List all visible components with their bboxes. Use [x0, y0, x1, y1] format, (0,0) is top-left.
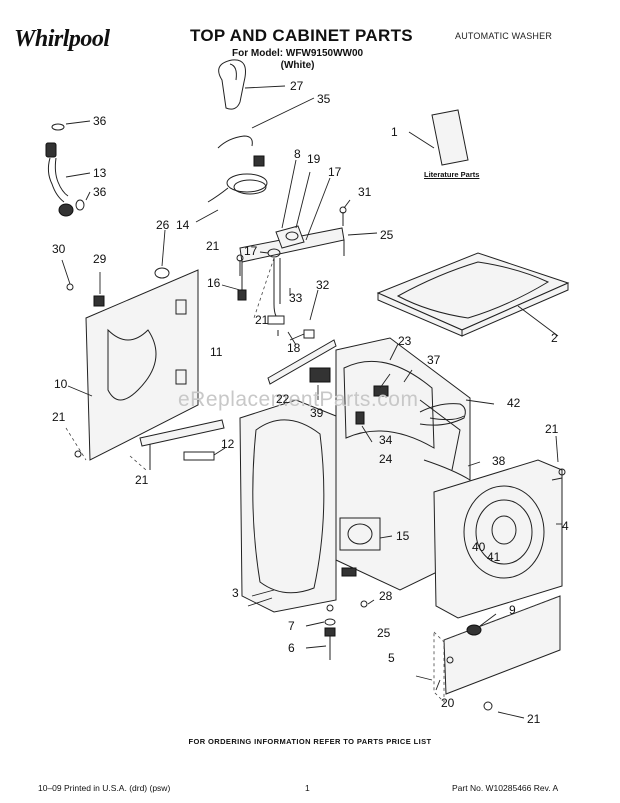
callout-12: 12	[221, 437, 235, 451]
callout-9: 9	[509, 603, 516, 617]
callout-37: 37	[427, 353, 441, 367]
callout-21c: 21	[52, 410, 66, 424]
print-info: 10–09 Printed in U.S.A. (drd) (psw)	[38, 783, 171, 793]
callout-7: 7	[288, 619, 295, 633]
inlet-hose-part	[45, 120, 91, 217]
callout-33: 33	[289, 291, 303, 305]
callout-26: 26	[156, 218, 170, 232]
callout-39: 39	[310, 406, 324, 420]
callout-38: 38	[492, 454, 506, 468]
model-color: (White)	[280, 60, 315, 71]
callout-22: 22	[276, 392, 290, 406]
top-panel-part	[376, 252, 570, 337]
ordering-notice: FOR ORDERING INFORMATION REFER TO PARTS …	[188, 737, 432, 746]
callout-18: 18	[287, 341, 301, 355]
callout-23: 23	[398, 334, 412, 348]
callout-41: 41	[487, 550, 501, 564]
callout-27: 27	[290, 79, 304, 93]
toe-panel-part	[415, 595, 561, 719]
rear-panel-part	[67, 229, 199, 461]
callout-17b: 17	[244, 244, 258, 258]
base-rail-part	[129, 419, 226, 471]
leveling-leg-part	[305, 599, 375, 660]
callout-20: 20	[441, 696, 455, 710]
power-cord-part	[195, 155, 268, 223]
callout-35: 35	[317, 92, 331, 106]
callout-30: 30	[52, 242, 66, 256]
callout-31: 31	[358, 185, 372, 199]
callout-36b: 36	[93, 185, 107, 199]
callout-16: 16	[207, 276, 221, 290]
literature-booklet	[408, 109, 469, 166]
callout-25: 25	[380, 228, 394, 242]
whirlpool-logo: Whirlpool	[14, 26, 110, 52]
front-panel-part	[239, 399, 337, 613]
callout-40: 40	[472, 540, 486, 554]
front-shroud-part	[433, 459, 566, 619]
callout-11: 11	[210, 345, 223, 359]
callout-29: 29	[93, 252, 107, 266]
model-info: For Model: WFW9150WW00 (White)	[232, 48, 363, 72]
callout-34: 34	[379, 433, 393, 447]
callout-19: 19	[307, 152, 321, 166]
page-title: TOP AND CABINET PARTS	[190, 26, 413, 45]
callout-14: 14	[176, 218, 190, 232]
callout-28: 28	[379, 589, 393, 603]
callout-17: 17	[328, 165, 342, 179]
callout-21e: 21	[135, 473, 149, 487]
top-fasteners	[236, 199, 378, 276]
callout-6: 6	[288, 641, 295, 655]
callout-8: 8	[294, 147, 301, 161]
page-number: 1	[305, 783, 310, 793]
callout-21b: 21	[255, 313, 269, 327]
callout-15: 15	[396, 529, 410, 543]
dispenser-part	[253, 159, 331, 341]
front-bracket-part	[267, 339, 337, 400]
callout-3: 3	[232, 586, 239, 600]
callout-42: 42	[507, 396, 521, 410]
callout-5: 5	[388, 651, 395, 665]
callout-24: 24	[379, 452, 393, 466]
wire-harness-part	[355, 399, 495, 443]
callout-13: 13	[93, 166, 107, 180]
callout-1: 1	[391, 125, 398, 139]
callout-2: 2	[551, 331, 558, 345]
callout-25b: 25	[377, 626, 391, 640]
callout-21d: 21	[545, 422, 559, 436]
callout-4: 4	[562, 519, 569, 533]
callout-21a: 21	[206, 239, 220, 253]
left-fasteners	[61, 259, 105, 461]
literature-label: Literature Parts	[424, 170, 480, 179]
watermark: eReplacementParts.com	[178, 388, 419, 411]
leader-lines	[247, 288, 562, 607]
callout-36: 36	[93, 114, 107, 128]
callout-32: 32	[316, 278, 330, 292]
model-number: For Model: WFW9150WW00	[232, 48, 364, 59]
part-number: Part No. W10285466 Rev. A	[452, 783, 559, 793]
drain-hose-part	[217, 59, 315, 149]
callout-21f: 21	[527, 712, 541, 726]
product-category: AUTOMATIC WASHER	[455, 31, 553, 41]
callout-10: 10	[54, 377, 68, 391]
